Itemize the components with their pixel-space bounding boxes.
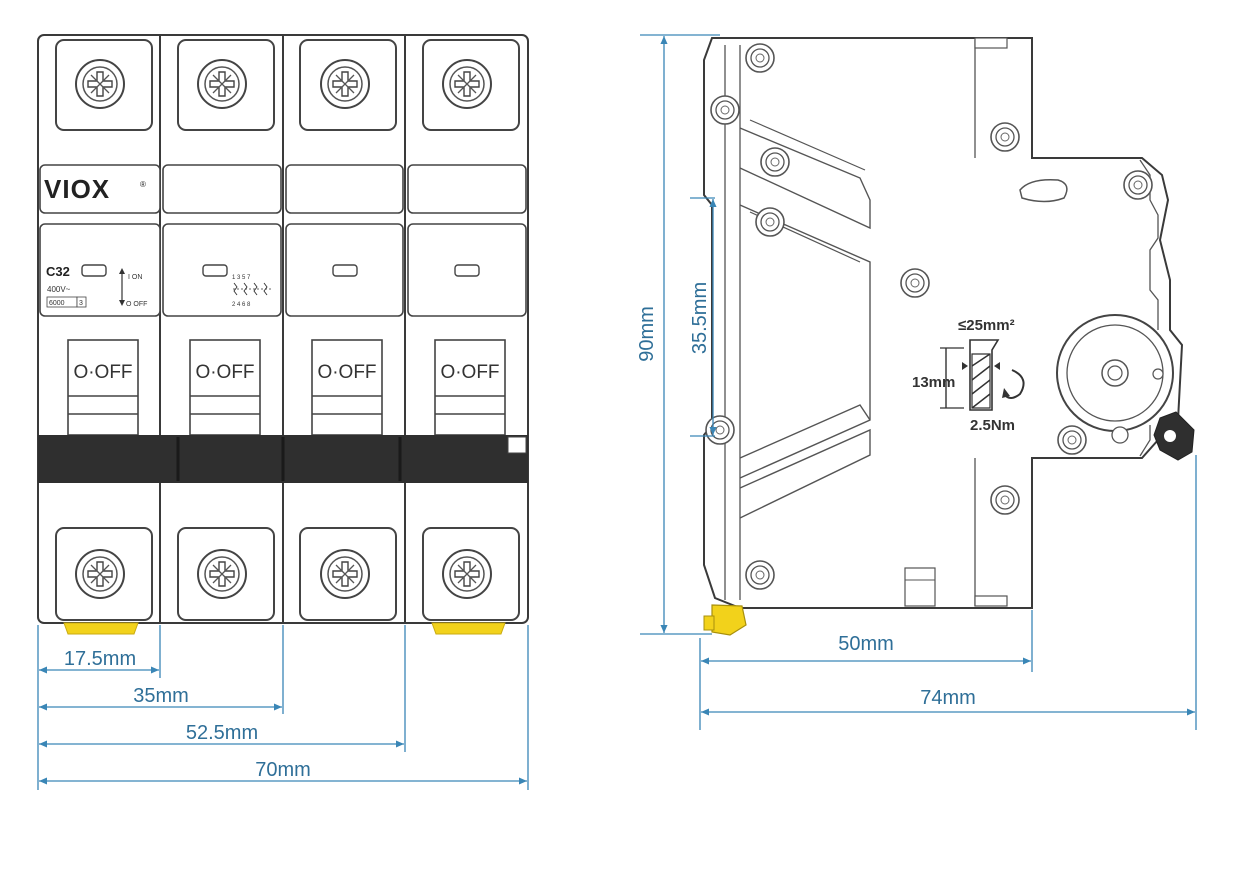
handle-area: O·OFF O·OFF O·OFF O·OFF [38,339,528,483]
screw-icon[interactable] [75,549,125,599]
screw-icon[interactable] [320,59,370,109]
dimension-label: 35.5mm [689,282,711,354]
terminal-cover-yellow [63,622,139,635]
terminal-cover-yellow [711,604,747,636]
screw-icon[interactable] [442,549,492,599]
pole-window-label: O·OFF [317,362,376,383]
screw-icon[interactable] [197,549,247,599]
screw-icon[interactable] [320,549,370,599]
indicator-window [454,264,480,277]
front-dimensions [37,625,529,790]
pole-window-label: O·OFF [195,362,254,383]
screw-icon[interactable] [442,59,492,109]
strip-length-label: 13mm [912,374,955,391]
screw-icon[interactable] [75,59,125,109]
dimension-label: 52.5mm [186,722,258,744]
info-panels: C32 400V~ 6000 3 I ON O OFF 1 3 5 7 2 4 … [39,223,527,317]
terminal-cover-yellow [431,622,506,635]
class-code: 3 [79,300,83,307]
pole-window-label: O·OFF [440,362,499,383]
terminal-codes-top: 1 3 5 7 [232,275,251,281]
terminal-codes-bottom: 2 4 6 8 [232,302,251,308]
front-view: VIOX ® C32 400V~ 6000 3 I ON O OFF 1 3 5… [37,34,529,790]
indicator-window [332,264,358,277]
pole-window-label: O·OFF [73,362,132,383]
brand-logo: VIOX [44,174,110,204]
voltage-label: 400V~ [47,285,71,294]
bottom-terminals [55,527,520,635]
label-strip: VIOX ® [39,164,527,214]
dimension-label: 70mm [255,759,311,781]
side-view: ≤25mm² 13mm 2.5Nm 90mm 35.5mm 50mm 74mm [636,34,1197,730]
dimension-label: 17.5mm [64,648,136,670]
torque-label: 2.5Nm [970,417,1015,434]
top-terminals [55,39,520,131]
breaking-capacity: 6000 [49,300,65,307]
on-label: I ON [128,274,142,281]
cross-section-label: ≤25mm² [958,317,1015,334]
dimension-label: 74mm [920,687,976,709]
side-dimensions [640,34,1197,730]
dimension-label: 50mm [838,633,894,655]
registered-mark: ® [140,180,146,189]
indicator-window [202,264,228,277]
dimension-label: 90mm [636,306,658,362]
dimension-label: 35mm [133,685,189,707]
wire-spec-icon [940,339,1025,411]
indicator-window [81,264,107,277]
off-label: O OFF [126,301,147,308]
screw-icon[interactable] [197,59,247,109]
rating-label: C32 [46,264,70,279]
